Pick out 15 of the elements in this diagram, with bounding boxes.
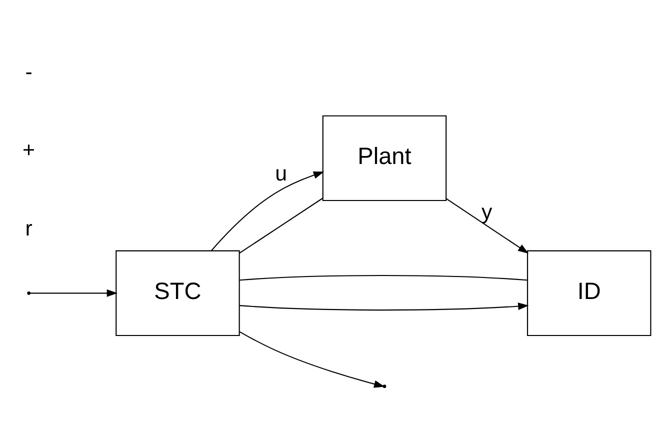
- arrow: [238, 331, 384, 388]
- edge-label: u: [274, 162, 287, 186]
- label: -: [24, 60, 32, 84]
- edge-label: y: [480, 200, 492, 224]
- label: +: [22, 138, 35, 162]
- arrow: [210, 172, 324, 251]
- node-box: Plant: [322, 115, 446, 202]
- arrow: [30, 289, 118, 297]
- node-box: ID: [526, 250, 651, 336]
- node-box: STC: [115, 250, 240, 336]
- label: r: [24, 216, 32, 240]
- arrow: [446, 198, 528, 254]
- connector: [238, 198, 322, 254]
- connector: [239, 274, 527, 281]
- arrow: [239, 302, 528, 311]
